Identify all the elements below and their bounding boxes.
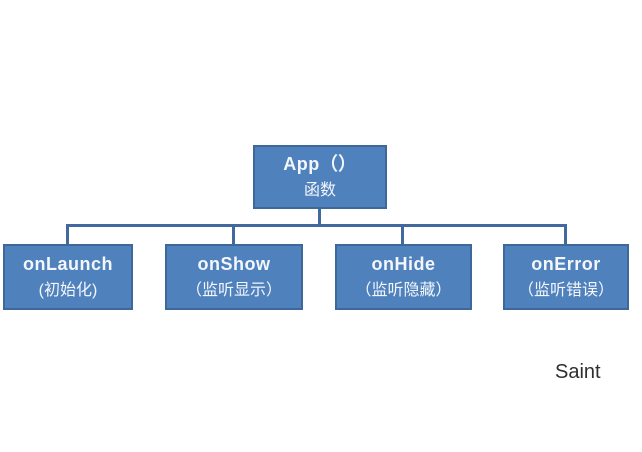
child-node-label: onError (531, 253, 601, 274)
child-node-onhide: onHide （监听隐藏） (335, 244, 472, 310)
child-node-sublabel: (初始化) (38, 281, 98, 299)
child-node-onerror: onError （监听错误） (503, 244, 629, 310)
connector-root-stub (318, 209, 321, 226)
root-node-subtitle: 函数 (303, 181, 336, 199)
root-node-app: App（） 函数 (253, 145, 387, 209)
connector-drop-onhide (401, 224, 404, 244)
watermark-text: Saint (555, 361, 601, 383)
child-node-onlaunch: onLaunch (初始化) (3, 244, 133, 310)
connector-drop-onerror (564, 224, 567, 244)
child-node-sublabel: （监听隐藏） (355, 281, 452, 299)
child-node-label: onShow (197, 253, 271, 274)
child-node-label: onHide (371, 253, 436, 274)
child-node-sublabel: （监听错误） (517, 281, 614, 299)
connector-horizontal-bar (66, 224, 567, 227)
child-node-sublabel: （监听显示） (185, 281, 282, 299)
child-node-onshow: onShow （监听显示） (165, 244, 303, 310)
child-node-label: onLaunch (23, 253, 113, 274)
root-node-title: App（） (283, 153, 357, 174)
connector-drop-onshow (232, 224, 235, 244)
connector-drop-onlaunch (66, 224, 69, 244)
